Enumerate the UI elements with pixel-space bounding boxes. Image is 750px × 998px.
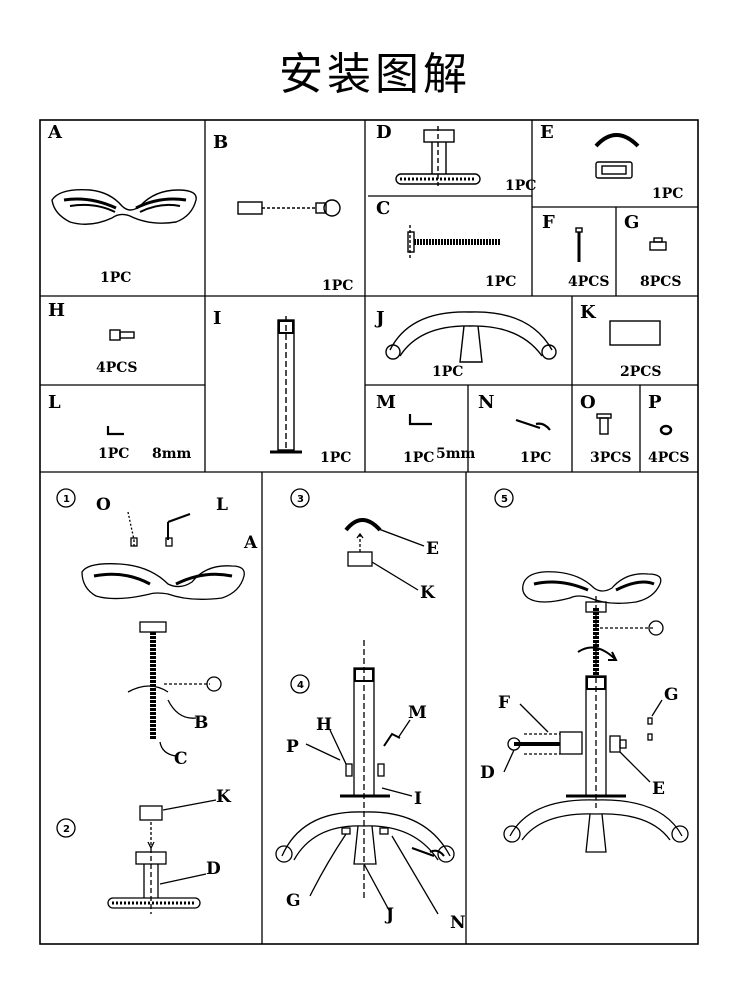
step-4 bbox=[275, 640, 455, 915]
page-title: 安装图解 bbox=[279, 49, 471, 100]
step-3-labels: 3 E K bbox=[297, 494, 439, 603]
step-4-label-g: G bbox=[286, 891, 301, 911]
column-base-drawing bbox=[395, 126, 481, 186]
step-4-labels: 4 H M P I G J N bbox=[286, 680, 466, 933]
step-2 bbox=[56, 799, 217, 914]
qty-h: 4PCS bbox=[96, 360, 138, 376]
step-4-label-i: I bbox=[414, 789, 422, 809]
part-label-p: P bbox=[648, 392, 662, 413]
part-label-o: O bbox=[580, 392, 596, 413]
washer-drawing bbox=[659, 424, 673, 436]
step-4-label-n: N bbox=[450, 913, 466, 933]
step-3 bbox=[290, 488, 425, 591]
step-3-label-k: K bbox=[420, 583, 436, 603]
nut-drawing bbox=[649, 237, 667, 251]
size-l: 8mm bbox=[152, 446, 192, 462]
part-label-e: E bbox=[540, 122, 554, 143]
qty-d: 1PC bbox=[505, 178, 536, 194]
step-1-label-b: B bbox=[194, 713, 208, 733]
step-1-number: 1 bbox=[63, 494, 70, 505]
part-label-c: C bbox=[376, 198, 390, 219]
qty-b: 1PC bbox=[322, 278, 353, 294]
step-2-labels: 2 K D bbox=[63, 787, 232, 879]
part-label-b: B bbox=[213, 132, 228, 153]
step-2-label-k: K bbox=[216, 787, 232, 807]
qty-c: 1PC bbox=[485, 274, 516, 290]
qty-j: 1PC bbox=[432, 364, 463, 380]
part-label-i: I bbox=[213, 308, 221, 329]
pad-drawing bbox=[609, 320, 661, 346]
step-4-label-m: M bbox=[408, 703, 427, 723]
qty-i: 1PC bbox=[320, 450, 351, 466]
qty-e: 1PC bbox=[652, 186, 683, 202]
step-5-label-g: G bbox=[664, 685, 679, 705]
bolt-drawing bbox=[575, 227, 583, 262]
seat-drawing bbox=[51, 189, 197, 225]
part-label-k: K bbox=[580, 302, 597, 323]
step-1-label-a: A bbox=[243, 533, 258, 553]
qty-a: 1PC bbox=[100, 270, 131, 286]
step-4-label-h: H bbox=[316, 715, 332, 735]
size-m: 5mm bbox=[436, 446, 476, 462]
step-4-label-j: J bbox=[384, 905, 394, 925]
part-label-a: A bbox=[47, 122, 63, 143]
step-5 bbox=[494, 488, 689, 853]
part-label-d: D bbox=[376, 122, 392, 143]
step-1-label-l: L bbox=[216, 495, 228, 515]
part-label-f: F bbox=[542, 212, 555, 233]
qty-f: 4PCS bbox=[568, 274, 610, 290]
step-5-label-d: D bbox=[480, 763, 495, 783]
qty-g: 8PCS bbox=[640, 274, 682, 290]
step-5-number: 5 bbox=[501, 494, 508, 505]
qty-m: 1PC bbox=[403, 450, 434, 466]
step-5-label-e: E bbox=[652, 779, 665, 799]
step-1-labels: 1 O L A B C bbox=[63, 494, 258, 769]
part-label-l: L bbox=[48, 392, 61, 413]
qty-p: 4PCS bbox=[648, 450, 690, 466]
bracket-drawing bbox=[594, 133, 640, 179]
allen-key-5mm-drawing bbox=[408, 414, 432, 426]
qty-n: 1PC bbox=[520, 450, 551, 466]
qty-k: 2PCS bbox=[620, 364, 662, 380]
tripod-base-drawing bbox=[385, 311, 557, 363]
part-label-n: N bbox=[478, 392, 494, 413]
tube-drawing bbox=[270, 316, 302, 454]
screw-drawing bbox=[407, 225, 500, 258]
step-3-number: 3 bbox=[297, 494, 304, 505]
step-5-labels: 5 F G D E bbox=[480, 494, 679, 799]
part-label-g: G bbox=[624, 212, 639, 233]
step-1 bbox=[56, 488, 245, 757]
part-label-m: M bbox=[376, 392, 396, 413]
step-3-label-e: E bbox=[426, 539, 439, 559]
step-4-label-p: P bbox=[286, 737, 299, 757]
step-2-label-d: D bbox=[206, 859, 221, 879]
small-screw-drawing bbox=[109, 329, 135, 341]
step-1-label-o: O bbox=[96, 495, 111, 515]
step-2-number: 2 bbox=[63, 824, 70, 835]
step-4-number: 4 bbox=[297, 680, 304, 691]
step-5-label-f: F bbox=[498, 693, 510, 713]
qty-l: 1PC bbox=[98, 446, 129, 462]
allen-key-8mm-drawing bbox=[106, 426, 124, 436]
part-label-j: J bbox=[374, 308, 385, 329]
wrench-drawing bbox=[515, 418, 551, 431]
step-1-label-c: C bbox=[174, 749, 188, 769]
sleeve-drawing bbox=[596, 413, 612, 435]
part-label-h: H bbox=[48, 300, 65, 321]
qty-o: 3PCS bbox=[590, 450, 632, 466]
lever-drawing bbox=[237, 199, 341, 217]
